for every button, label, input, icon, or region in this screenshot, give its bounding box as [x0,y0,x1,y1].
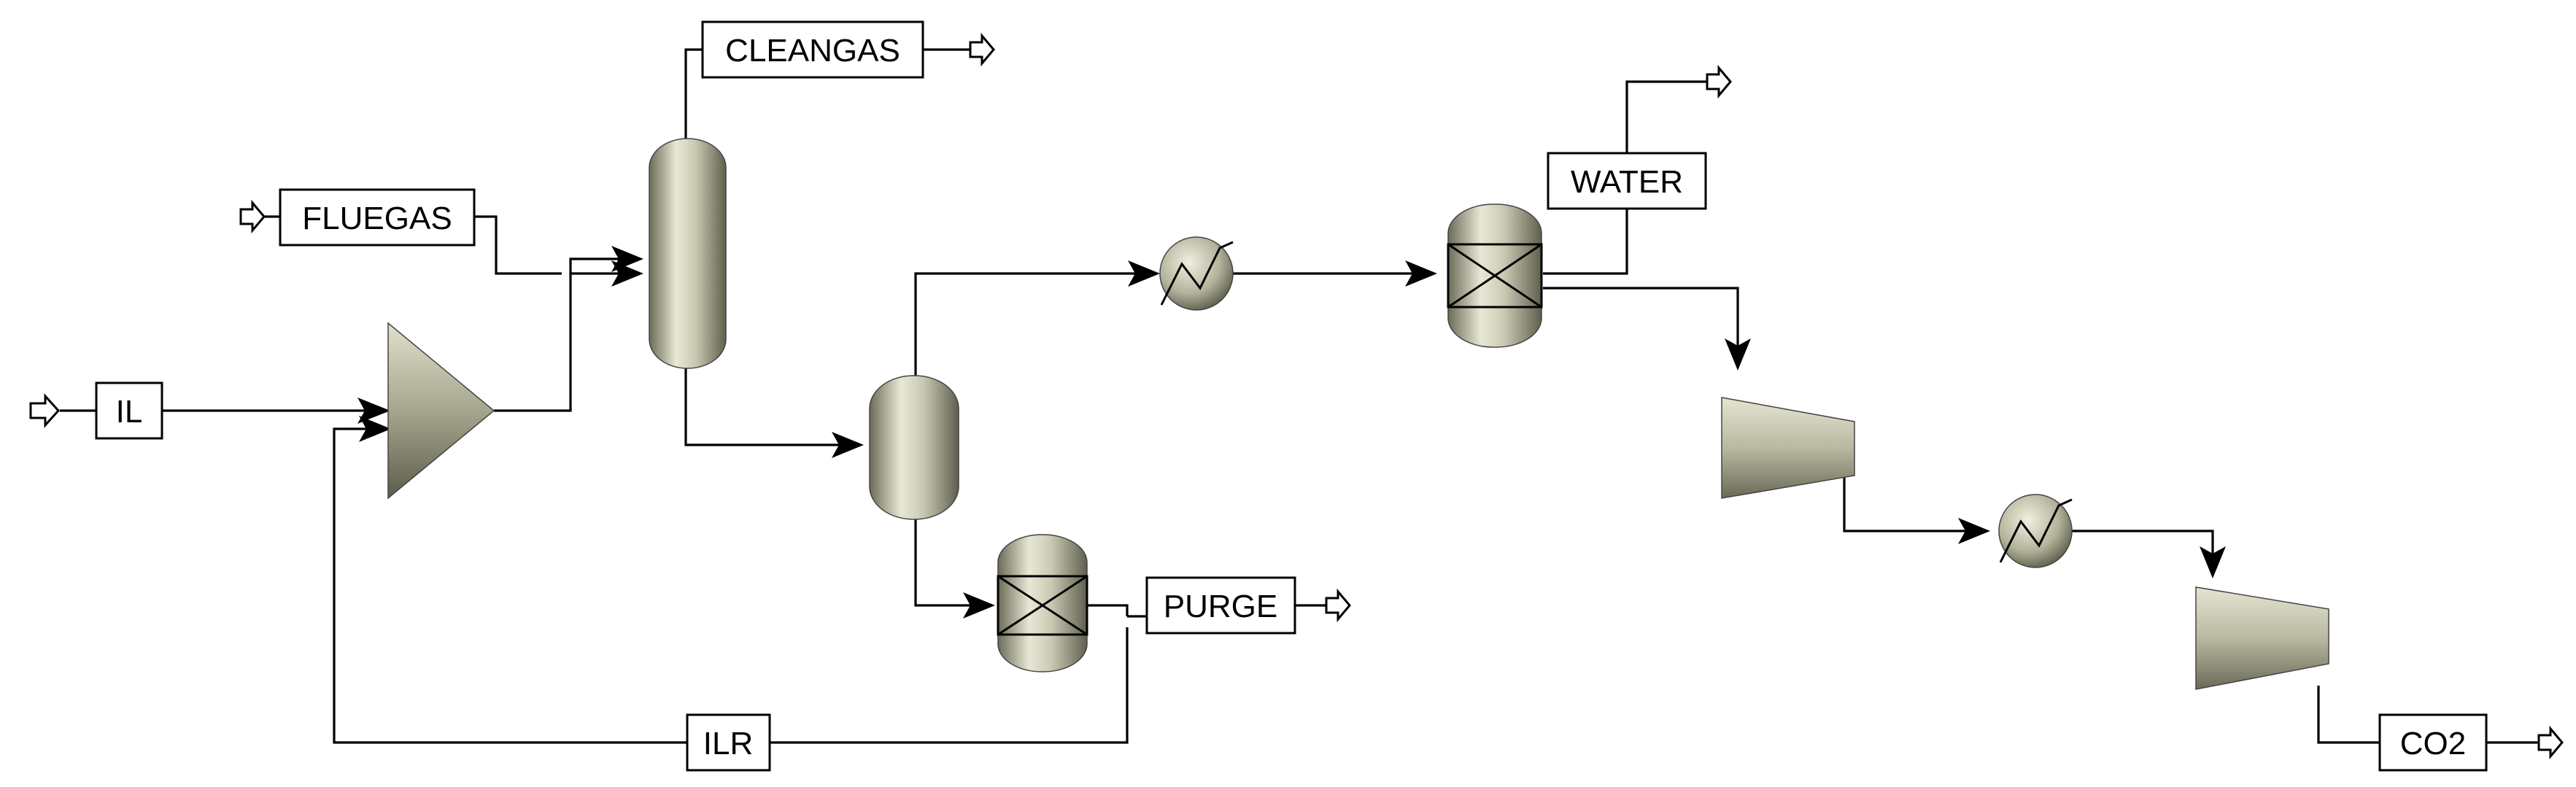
comp1-outlet-line[interactable] [1843,476,1979,532]
purge-product-arrow-icon[interactable] [1325,588,1351,623]
ilr-recycle-line-2[interactable] [333,427,687,744]
label-il[interactable]: IL [95,381,163,440]
purge-label-box [1145,576,1296,635]
reactor-1-cross-b [997,575,1088,636]
reactor-2-cross-b [1447,243,1542,309]
comp1-arrowhead [1725,338,1751,371]
label-fluegas[interactable]: FLUEGAS [279,188,476,247]
heater2-outlet-line[interactable] [2072,530,2214,565]
water-label-box [1547,152,1707,210]
reactor1-purge-line[interactable] [1087,604,1129,616]
heater-1[interactable] [1159,236,1234,311]
port-arrows [29,32,2564,760]
ilr-label-box [686,713,771,772]
comp2-outlet-line[interactable] [2317,686,2380,744]
heater1-arrowhead [1405,260,1437,287]
heater-2[interactable] [1998,494,2073,568]
reactor-1-bed [997,575,1088,636]
heater-2-zigzag [1999,498,2073,563]
compressor-icon [1721,397,1855,499]
heater2-arrowhead [1958,518,1990,544]
compressor-1[interactable] [1721,397,1855,499]
flash-liquid-line[interactable] [914,519,985,607]
comp2-arrowhead [2200,546,2226,578]
label-cleangas[interactable]: CLEANGAS [701,20,924,79]
compressor-2[interactable] [2195,586,2329,690]
heater-1-zigzag [1160,241,1234,306]
fluegas-label: FLUEGAS [302,201,452,236]
il-arrowhead [357,398,390,424]
heat-exchanger-icon [1159,236,1234,311]
cleangas-line[interactable] [684,48,703,139]
mixer-unit[interactable] [387,322,495,500]
absorber-column[interactable] [649,138,727,369]
column-bottoms-line[interactable] [684,368,854,446]
fluegas-feed-arrow-icon[interactable] [239,199,266,234]
label-water[interactable]: WATER [1547,152,1707,210]
co2-label-box [2378,713,2488,772]
purge-label: PURGE [1164,589,1277,624]
co2-label: CO2 [2400,726,2466,761]
ilr-arrowhead [359,416,391,442]
reactor-1[interactable] [997,534,1088,672]
fluegas-arrowhead [611,260,643,287]
heat-exchanger-2-icon [1998,494,2073,568]
flash-drum-icon [869,375,959,520]
ilr-recycle-line[interactable] [770,627,1129,744]
cleangas-label-box [701,20,924,79]
compressor-2-icon [2195,586,2329,690]
vapor-arrowhead [1128,260,1160,287]
reactor2-outlet-line[interactable] [1543,287,1739,357]
stream-lines [60,48,2539,744]
mixer-outlet-line[interactable] [494,257,633,412]
label-co2[interactable]: CO2 [2378,713,2488,772]
flash-vapor-line[interactable] [914,272,1149,376]
reactor-2-bed [1447,243,1543,309]
reactor-2[interactable] [1447,203,1543,348]
label-purge[interactable]: PURGE [1145,576,1296,635]
liquid-arrowhead [963,592,995,619]
mixer-triangle-icon [387,322,495,500]
reactor-icon [997,534,1088,672]
cleangas-label: CLEANGAS [725,33,900,69]
water-product-arrow-icon[interactable] [1706,64,1732,99]
cleangas-product-arrow-icon[interactable] [969,32,995,67]
water-label: WATER [1571,164,1683,200]
bottoms-arrowhead [832,432,864,458]
il-label: IL [116,394,143,430]
ilr-label: ILR [703,726,753,761]
fluegas-stream-line[interactable] [474,215,562,275]
il-feed-arrow-icon[interactable] [29,393,61,428]
column-icon [649,138,727,369]
label-ilr[interactable]: ILR [686,713,771,772]
fluegas-label-box [279,188,476,247]
co2-product-arrow-icon[interactable] [2537,725,2564,760]
flash-drum[interactable] [869,375,959,520]
il-label-box [95,381,163,440]
